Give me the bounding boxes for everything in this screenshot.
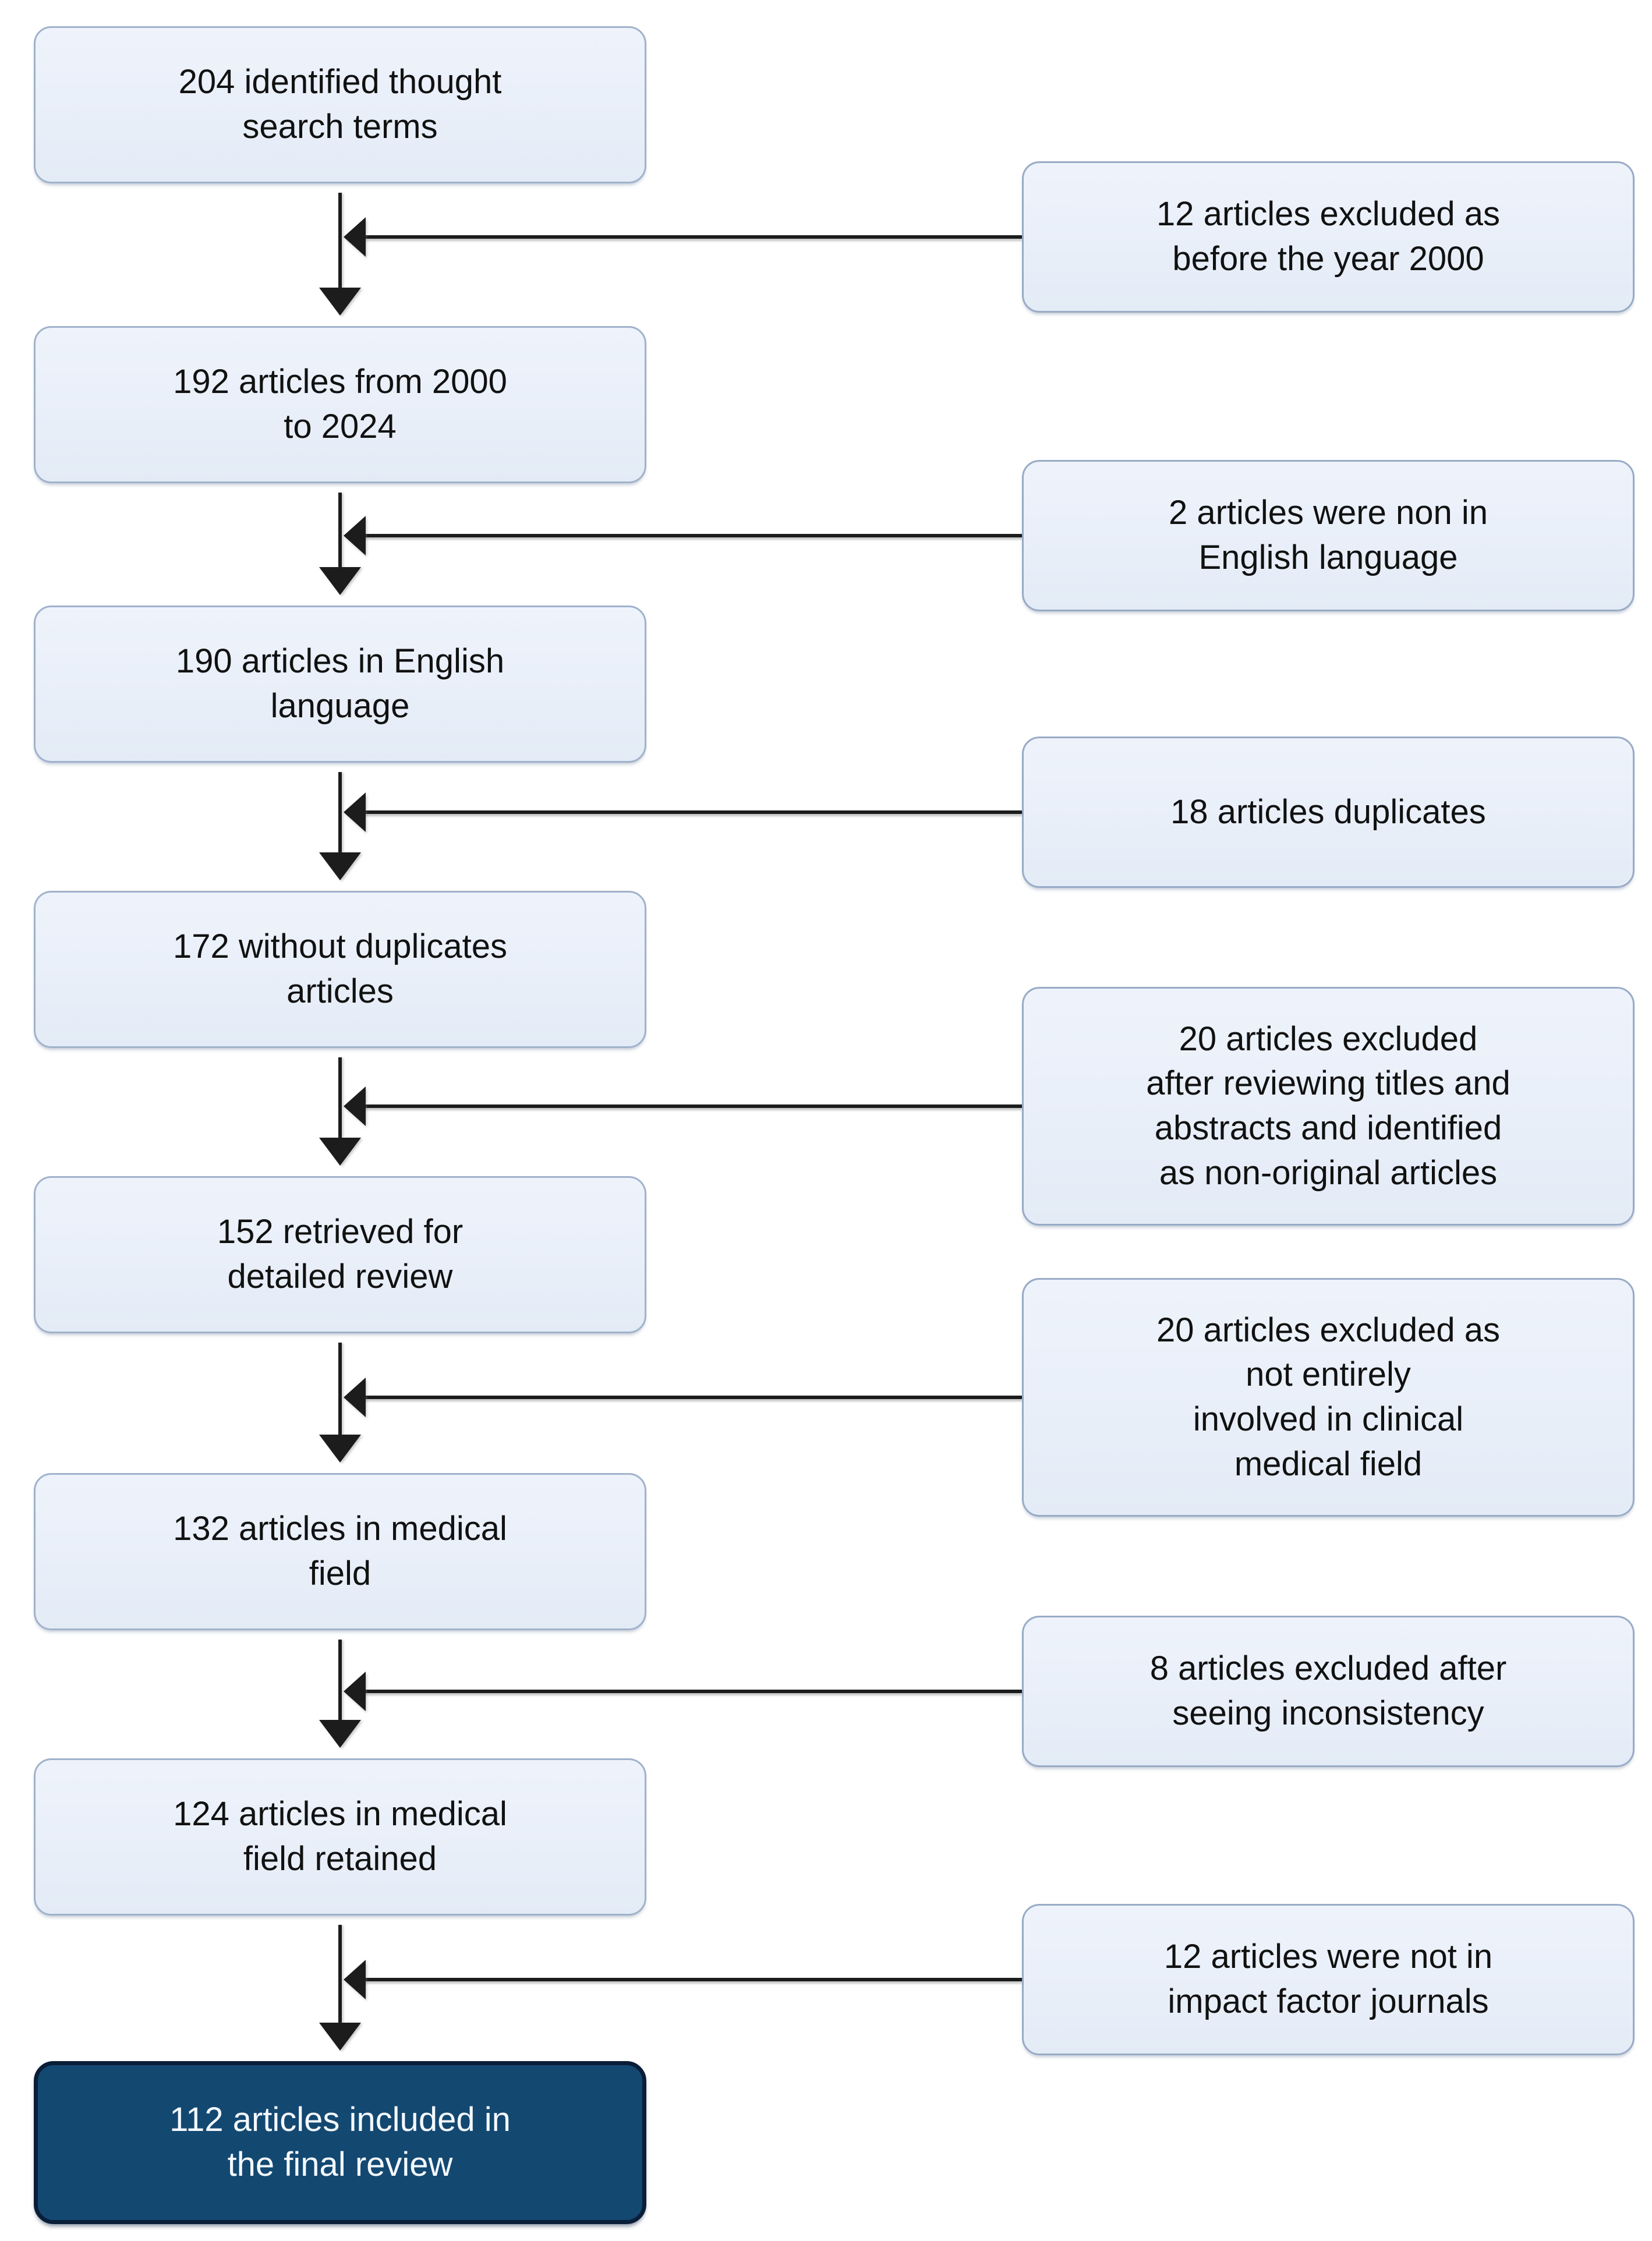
flow-line-down-1 [338,193,342,288]
flow-box-medical-field: 132 articles in medical field [34,1473,646,1630]
arrowhead-left-icon [344,516,366,555]
exclusion-connector-2 [363,534,1022,537]
arrowhead-down-icon [319,288,361,316]
exclusion-connector-7 [363,1978,1022,1981]
exclusion-box-duplicates: 18 articles duplicates [1022,737,1635,888]
exclusion-box-no-impact-factor: 12 articles were not in impact factor jo… [1022,1904,1635,2055]
flow-box-2000-2024: 192 articles from 2000 to 2024 [34,326,646,483]
exclusion-box-before-2000: 12 articles excluded as before the year … [1022,161,1635,313]
arrowhead-down-icon [319,1138,361,1166]
exclusion-connector-4 [363,1104,1022,1108]
flow-line-down-4 [338,1057,342,1138]
flow-line-down-7 [338,1925,342,2023]
arrowhead-down-icon [319,852,361,880]
exclusion-box-non-original: 20 articles excluded after reviewing tit… [1022,987,1635,1226]
exclusion-connector-5 [363,1396,1022,1399]
flow-box-no-duplicates: 172 without duplicates articles [34,891,646,1048]
flow-box-english: 190 articles in English language [34,606,646,763]
flow-box-final-included: 112 articles included in the final revie… [34,2061,646,2224]
flow-line-down-3 [338,772,342,852]
exclusion-box-non-clinical: 20 articles excluded as not entirely inv… [1022,1278,1635,1517]
flow-box-detailed-review: 152 retrieved for detailed review [34,1176,646,1333]
arrowhead-left-icon [344,1378,366,1417]
exclusion-connector-1 [363,235,1022,239]
arrowhead-down-icon [319,2023,361,2051]
arrowhead-left-icon [344,217,366,257]
arrowhead-left-icon [344,1086,366,1126]
arrowhead-left-icon [344,1672,366,1711]
arrowhead-left-icon [344,792,366,832]
flow-line-down-2 [338,493,342,567]
flow-box-identified: 204 identified thought search terms [34,26,646,183]
exclusion-box-non-english: 2 articles were non in English language [1022,460,1635,611]
flow-box-medical-retained: 124 articles in medical field retained [34,1758,646,1916]
arrowhead-down-icon [319,1435,361,1463]
exclusion-connector-3 [363,810,1022,814]
flow-line-down-5 [338,1343,342,1435]
exclusion-connector-6 [363,1690,1022,1693]
arrowhead-down-icon [319,1720,361,1748]
arrowhead-down-icon [319,567,361,595]
arrowhead-left-icon [344,1960,366,1999]
exclusion-box-inconsistency: 8 articles excluded after seeing inconsi… [1022,1616,1635,1767]
flow-line-down-6 [338,1640,342,1720]
